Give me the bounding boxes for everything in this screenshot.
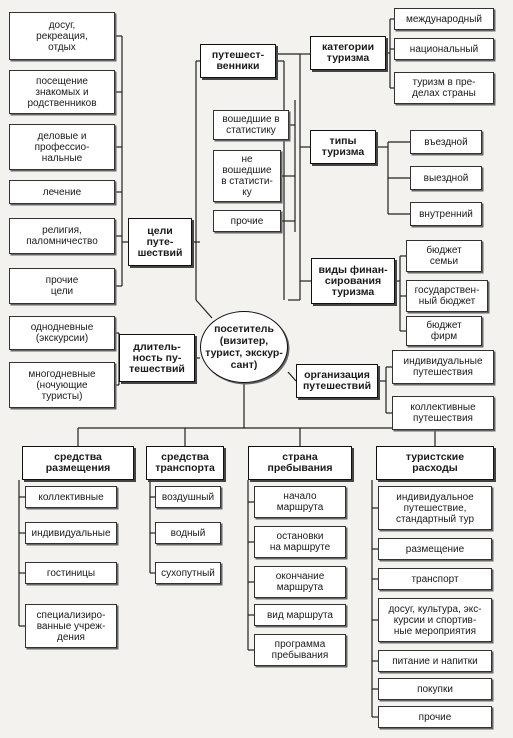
goals-item-business: деловые и профессио- нальные bbox=[9, 124, 115, 170]
goals-header: цели путе- шествий bbox=[128, 218, 192, 266]
categories-header: категории туризма bbox=[310, 36, 386, 70]
accommodation-item-individual: индивидуальные bbox=[25, 522, 117, 544]
travelers-item-stat: вошедшие в статистику bbox=[213, 110, 289, 140]
accommodation-header: средства размещения bbox=[22, 446, 134, 480]
expenses-item-transport: транспорт bbox=[378, 568, 492, 590]
duration-item-oneday: однодневные (экскурсии) bbox=[9, 316, 115, 350]
categories-item-national: национальный bbox=[394, 38, 494, 60]
duration-header: длитель- ность пу- тешествий bbox=[119, 334, 195, 382]
types-item-internal: внутренний bbox=[410, 202, 482, 226]
expenses-item-individual: индивидуальное путешествие, стандартный … bbox=[378, 486, 492, 530]
expenses-item-food: питание и напитки bbox=[378, 650, 492, 672]
country-item-route-type: вид маршрута bbox=[254, 604, 346, 626]
expenses-item-shopping: покупки bbox=[378, 678, 492, 700]
expenses-item-leisure: досуг, культура, экс- курсии и спортив- … bbox=[378, 598, 492, 642]
travelers-item-other: прочие bbox=[213, 210, 281, 232]
country-item-start: начало маршрута bbox=[254, 486, 346, 518]
finance-item-family: бюджет семьи bbox=[406, 240, 482, 272]
expenses-header: туристские расходы bbox=[376, 446, 494, 480]
categories-item-domestic: туризм в пре- делах страны bbox=[394, 72, 494, 104]
goals-item-religion: религия, паломничество bbox=[9, 218, 115, 254]
organization-header: организация путешествий bbox=[296, 364, 378, 398]
transport-item-air: воздушный bbox=[155, 486, 221, 508]
travelers-header: путешест- венники bbox=[200, 44, 276, 78]
transport-header: средства транспорта bbox=[146, 446, 224, 480]
transport-item-land: сухопутный bbox=[155, 562, 221, 584]
goals-item-treatment: лечение bbox=[9, 180, 115, 204]
country-item-end: окончание маршрута bbox=[254, 566, 346, 598]
types-item-inbound: въездной bbox=[410, 130, 482, 154]
finance-header: виды финан- сирования туризма bbox=[311, 258, 395, 304]
connector-line bbox=[195, 299, 213, 319]
goals-item-leisure: досуг, рекреация, отдых bbox=[9, 12, 115, 60]
organization-item-collective: коллективные путешествия bbox=[392, 396, 494, 430]
country-item-program: программа пребывания bbox=[254, 634, 346, 666]
center-visitor: посетитель (визитер, турист, экскур- сан… bbox=[200, 311, 288, 383]
accommodation-item-collective: коллективные bbox=[25, 486, 117, 508]
expenses-item-accommodation: размещение bbox=[378, 538, 492, 560]
categories-item-international: международный bbox=[394, 8, 494, 30]
expenses-item-other: прочие bbox=[378, 706, 492, 728]
finance-item-state: государствен- ный бюджет bbox=[406, 280, 488, 312]
goals-item-other: прочие цели bbox=[9, 268, 115, 304]
country-item-stops: остановки на маршруте bbox=[254, 526, 346, 558]
connector-line bbox=[287, 371, 297, 382]
types-item-outbound: выездной bbox=[410, 166, 482, 190]
finance-item-firms: бюджет фирм bbox=[406, 316, 482, 346]
country-header: страна пребывания bbox=[248, 446, 352, 480]
types-header: типы туризма bbox=[310, 130, 376, 164]
accommodation-item-hotels: гостиницы bbox=[25, 562, 117, 584]
accommodation-item-specialized: специализиро- ванные учреж- дения bbox=[25, 604, 117, 648]
organization-item-individual: индивидуальные путешествия bbox=[392, 350, 494, 384]
travelers-item-nonstat: не вошедшие в статисти- ку bbox=[213, 150, 281, 202]
duration-item-multiday: многодневные (ночующие туристы) bbox=[9, 362, 115, 408]
transport-item-water: водный bbox=[155, 522, 221, 544]
goals-item-visits: посещение знакомых и родственников bbox=[9, 70, 115, 114]
